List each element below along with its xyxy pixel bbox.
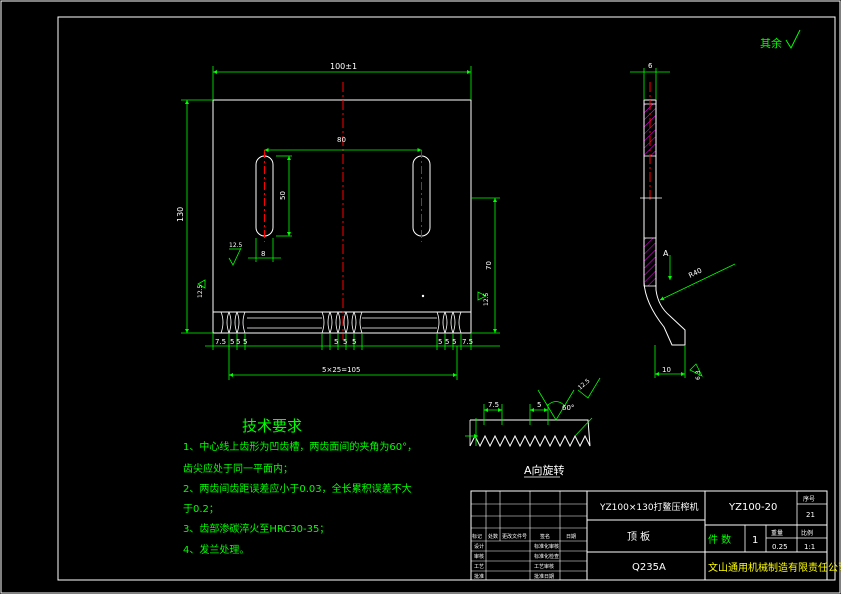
dim-bottom-total: 5×25=105 bbox=[322, 366, 360, 374]
signoff-label-2: 工艺审核 bbox=[534, 563, 554, 570]
tooth-groove bbox=[436, 311, 446, 334]
row-label-3: 签名 bbox=[540, 533, 550, 540]
tooth-groove bbox=[452, 311, 462, 334]
dim-radius: R40 bbox=[687, 267, 703, 280]
title-drawing-number: YZ100-20 bbox=[728, 502, 777, 513]
tech-line-5: 4、发兰处理。 bbox=[183, 543, 249, 556]
row-label-8: 批准 bbox=[474, 573, 484, 580]
dim-left-height: 130 bbox=[176, 207, 185, 222]
side-view: 6 A R40 10 6.3 bbox=[630, 62, 736, 380]
title-material: Q235A bbox=[632, 562, 666, 573]
tooth-groove bbox=[345, 311, 355, 334]
tooth-pitch-left-3: 5 bbox=[243, 338, 247, 346]
view-arrow-label: A bbox=[663, 249, 669, 258]
front-view: 100±1 80 50 8 130 70 12.5 12.5 12.5 bbox=[176, 62, 500, 380]
roughness-symbol-icon bbox=[785, 29, 801, 50]
tooth-pitch-right-1: 5 bbox=[445, 338, 449, 346]
tooth-pitch-right-0: 5 bbox=[438, 338, 442, 346]
detail-angle: 60° bbox=[562, 404, 574, 412]
tooth-groove bbox=[337, 311, 347, 334]
tech-requirements: 技术要求 1、中心线上齿形为凹齿槽，两齿面间的夹角为60°， 齿尖应处于同一平面… bbox=[183, 417, 417, 556]
title-scale-label: 比例 bbox=[801, 529, 813, 537]
tooth-pitch-left-2: 5 bbox=[236, 338, 240, 346]
row-label-2: 更改文件号 bbox=[502, 533, 527, 540]
tooth-pitch-mid-0: 5 bbox=[334, 338, 338, 346]
tooth-groove bbox=[329, 311, 339, 334]
detail-roughness: 12.5 bbox=[577, 377, 592, 391]
row-label-5: 设计 bbox=[474, 543, 484, 550]
detail-view: 7.5 5 60° 12.5 A向旋转 bbox=[465, 377, 601, 478]
detail-pitch-b: 5 bbox=[537, 401, 541, 409]
row-label-4: 日期 bbox=[566, 534, 576, 540]
title-scale-value: 1:1 bbox=[804, 543, 815, 551]
title-page-value: 21 bbox=[806, 511, 815, 519]
surface-roughness-left: 12.5 bbox=[229, 242, 243, 249]
hatch-bottom bbox=[643, 237, 657, 287]
title-block: YZ100×130打鳌压榨机 YZ100-20 序号 21 顶 板 Q235A … bbox=[470, 490, 841, 581]
hatch-top bbox=[643, 103, 657, 157]
edge-roughness-left: 12.5 bbox=[197, 284, 204, 298]
tech-line-1: 齿尖应处于同一平面内； bbox=[183, 462, 293, 475]
tooth-pitch-left-1: 5 bbox=[230, 338, 234, 346]
edge-roughness-right: 12.5 bbox=[483, 292, 490, 306]
tech-line-4: 3、齿部渗碳淬火至HRC30-35； bbox=[183, 522, 329, 535]
detail-pitch-a: 7.5 bbox=[488, 401, 499, 409]
tooth-grooves bbox=[220, 311, 462, 334]
tooth-strip bbox=[212, 311, 472, 334]
title-quantity-value: 1 bbox=[752, 535, 758, 546]
tooth-pitch-right-3: 7.5 bbox=[462, 338, 473, 346]
dim-bottom-width: 10 bbox=[662, 366, 671, 374]
tooth-groove bbox=[228, 311, 238, 334]
plate-outline bbox=[212, 99, 472, 313]
dim-right-height: 70 bbox=[485, 261, 493, 270]
row-label-7: 工艺 bbox=[474, 564, 484, 570]
title-company: 文山通用机械制造有限责任公司 bbox=[708, 561, 841, 574]
tooth-groove bbox=[321, 311, 331, 334]
row-label-6: 审核 bbox=[474, 553, 484, 560]
signoff-label-1: 标准化检查 bbox=[534, 553, 559, 560]
tech-line-0: 1、中心线上齿形为凹齿槽，两齿面间的夹角为60°， bbox=[183, 440, 417, 453]
tooth-groove bbox=[353, 311, 363, 334]
detail-label: A向旋转 bbox=[524, 463, 565, 477]
title-weight-value: 0.25 bbox=[772, 543, 788, 551]
tooth-groove bbox=[236, 311, 246, 334]
tech-line-2: 2、两齿间齿距误差应小于0.03，全长累积误差不大 bbox=[183, 482, 412, 495]
dim-bottom-angle: 6.3 bbox=[695, 370, 702, 380]
inner-frame bbox=[57, 16, 836, 581]
dim-top-width: 100±1 bbox=[330, 62, 357, 71]
title-part-name: 顶 板 bbox=[627, 530, 650, 543]
tooth-pitch-mid-1: 5 bbox=[343, 338, 347, 346]
tooth-pitch-mid-2: 5 bbox=[352, 338, 356, 346]
title-weight-label: 重量 bbox=[771, 529, 783, 537]
signoff-label-0: 标准化审核 bbox=[534, 543, 559, 550]
title-product-name: YZ100×130打鳌压榨机 bbox=[599, 501, 699, 513]
tech-title: 技术要求 bbox=[242, 417, 302, 435]
row-label-1: 处数 bbox=[488, 533, 498, 540]
side-profile bbox=[643, 99, 686, 346]
tooth-groove bbox=[220, 311, 230, 334]
row-label-0: 标记 bbox=[472, 533, 482, 540]
detail-tooth-profile bbox=[469, 419, 591, 448]
title-quantity-label: 件 数 bbox=[708, 533, 731, 546]
tech-line-3: 于0.2； bbox=[183, 504, 219, 515]
title-page-label: 序号 bbox=[803, 495, 815, 503]
dim-slot-width: 8 bbox=[261, 250, 265, 258]
tooth-pitch-left-0: 7.5 bbox=[215, 338, 226, 346]
tooth-pitch-right-2: 5 bbox=[452, 338, 456, 346]
dim-top-thickness: 6 bbox=[648, 62, 653, 70]
tooth-groove bbox=[444, 311, 454, 334]
dim-slot-length: 50 bbox=[279, 191, 287, 200]
dim-slot-spacing: 80 bbox=[337, 136, 346, 144]
roughness-note: 其余 bbox=[760, 36, 782, 50]
signoff-label-3: 批准日期 bbox=[534, 573, 554, 580]
